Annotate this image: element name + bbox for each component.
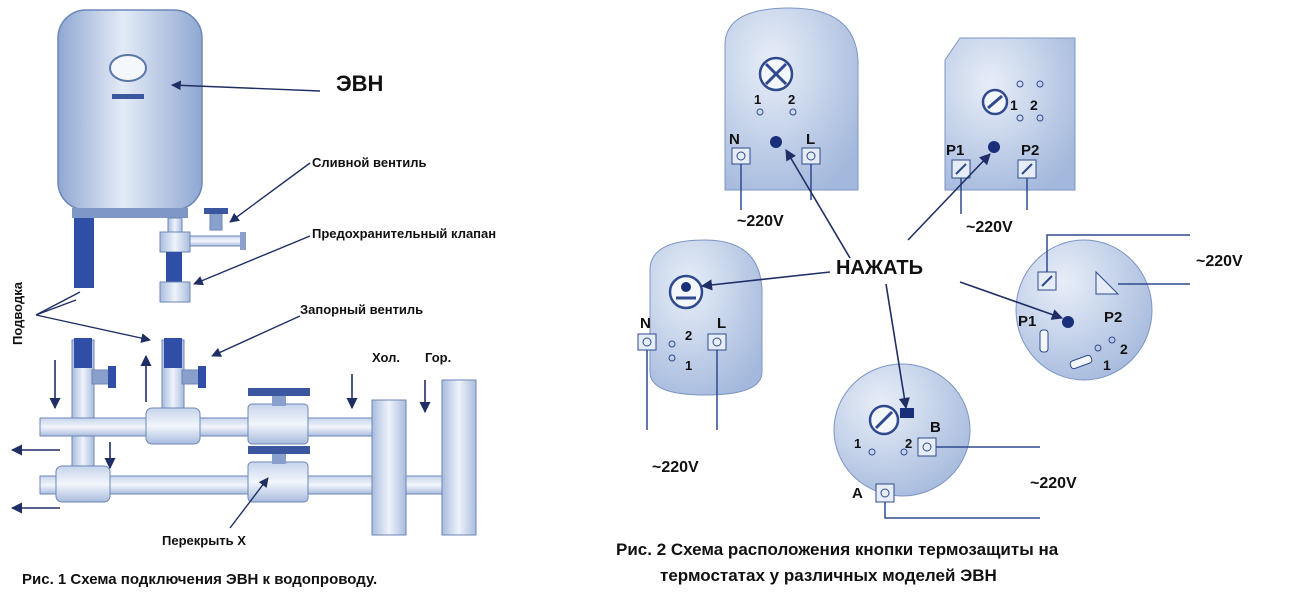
svg-text:P1: P1 xyxy=(1018,313,1036,330)
svg-text:N: N xyxy=(729,131,740,148)
thermostat-2: 1 2 P1 P2 ~220V xyxy=(944,37,1076,236)
svg-text:L: L xyxy=(806,131,815,148)
reset-button-3 xyxy=(681,282,691,292)
thermostat-3: N L 2 1 ~220V xyxy=(637,239,763,476)
heater-outlet-pipe xyxy=(74,218,94,288)
svg-text:P2: P2 xyxy=(1104,309,1122,326)
svg-text:1: 1 xyxy=(854,436,861,451)
svg-text:1: 1 xyxy=(1103,357,1111,373)
fig1-water-heater-scheme: ЭВН Сливной вентиль Предохранительный кл… xyxy=(10,9,496,548)
hot-label: Гор. xyxy=(425,350,451,365)
reset-button-5 xyxy=(900,408,914,418)
svg-text:2: 2 xyxy=(905,436,912,451)
fig1-pointers xyxy=(35,80,321,529)
svg-text:1: 1 xyxy=(754,92,761,107)
svg-text:2: 2 xyxy=(1120,341,1128,357)
svg-text:~220V: ~220V xyxy=(966,219,1013,236)
flow-arrows xyxy=(10,354,431,514)
svg-text:L: L xyxy=(717,315,726,332)
fig2-caption-line1: Рис. 2 Схема расположения кнопки термоза… xyxy=(616,540,1059,559)
safety-valve-assembly xyxy=(159,208,246,303)
svg-text:~220V: ~220V xyxy=(1196,253,1243,270)
reset-button-4 xyxy=(1062,316,1074,328)
fig2-thermostat-scheme: 1 2 N L ~220V 1 2 P1 P2 ~220V xyxy=(637,7,1243,519)
heater-label: ЭВН xyxy=(336,71,383,96)
svg-text:~220V: ~220V xyxy=(1030,475,1077,492)
svg-text:N: N xyxy=(640,315,651,332)
fig2-caption-line2: термостатах у различных моделей ЭВН xyxy=(660,566,997,585)
svg-text:A: A xyxy=(852,485,863,502)
press-label: НАЖАТЬ xyxy=(836,257,923,279)
safety-valve-label: Предохранительный клапан xyxy=(312,226,496,241)
svg-text:B: B xyxy=(930,419,941,436)
thermostat-5: 1 2 B A ~220V xyxy=(833,363,1077,519)
svg-text:1: 1 xyxy=(1010,97,1018,113)
reset-button-2 xyxy=(988,141,1000,153)
svg-text:1: 1 xyxy=(685,358,692,373)
svg-text:P1: P1 xyxy=(946,142,964,159)
cold-label: Хол. xyxy=(372,350,400,365)
thermostat-1: 1 2 N L ~220V xyxy=(724,7,859,230)
pipework xyxy=(39,338,477,536)
shutoff-valve-label: Запорный вентиль xyxy=(300,302,423,317)
svg-text:P2: P2 xyxy=(1021,142,1039,159)
close-x-label: Перекрыть Х xyxy=(162,533,246,548)
drain-valve-label: Сливной вентиль xyxy=(312,155,427,170)
water-heater-tank xyxy=(57,9,203,218)
reset-button-1 xyxy=(770,136,782,148)
press-pointers xyxy=(700,149,1064,410)
svg-text:2: 2 xyxy=(788,92,795,107)
svg-text:2: 2 xyxy=(1030,97,1038,113)
supply-label: Подводка xyxy=(10,281,25,345)
svg-text:~220V: ~220V xyxy=(652,459,699,476)
fig1-caption: Рис. 1 Схема подключения ЭВН к водопрово… xyxy=(22,571,378,588)
svg-text:~220V: ~220V xyxy=(737,213,784,230)
thermostat-4: P1 P2 2 1 ~220V xyxy=(1015,234,1243,381)
svg-text:2: 2 xyxy=(685,328,692,343)
